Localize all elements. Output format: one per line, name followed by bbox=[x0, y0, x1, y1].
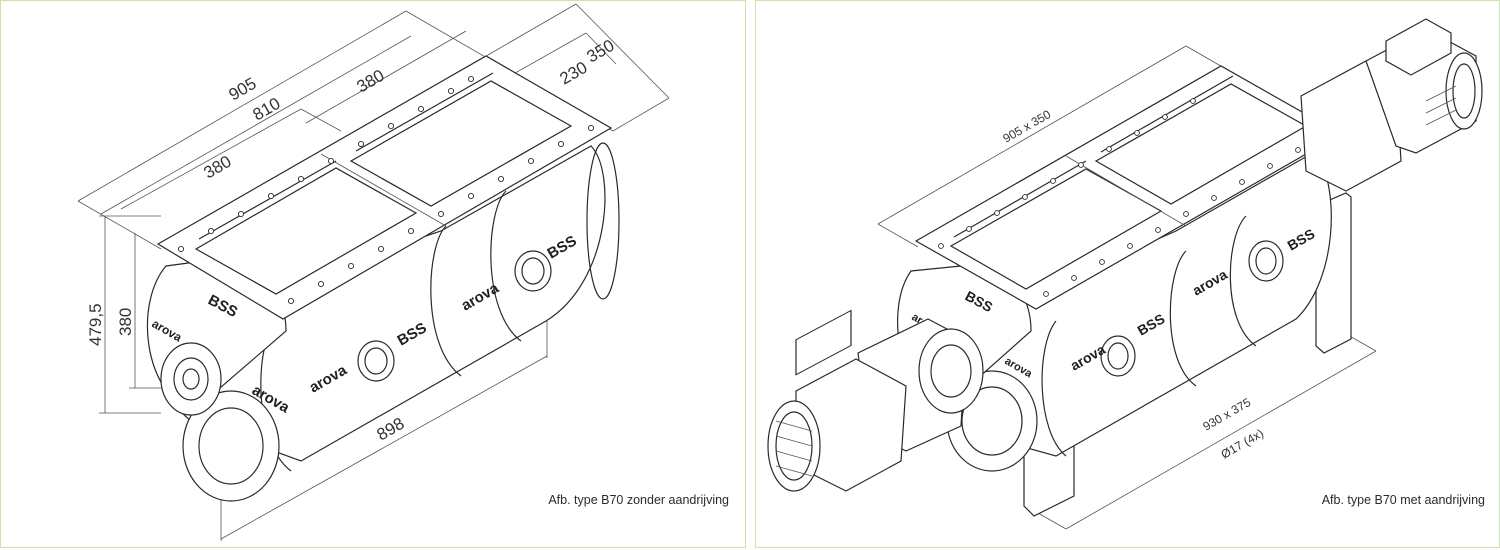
caption-with-drive: Afb. type B70 met aandrijving bbox=[1321, 493, 1485, 507]
outlet-flange bbox=[182, 390, 280, 502]
dim-930x375: 930 x 375 bbox=[1201, 395, 1254, 434]
caption-without-drive: Afb. type B70 zonder aandrijving bbox=[548, 493, 729, 507]
dim-905: 905 bbox=[226, 74, 260, 105]
dim-380-left: 380 bbox=[201, 152, 235, 183]
rotary-valve-with-drive: BSS BSS BSS arova arova arova arova bbox=[767, 18, 1483, 517]
inlet-flange-plate bbox=[156, 55, 613, 320]
dim-230: 230 bbox=[557, 58, 591, 89]
dim-898: 898 bbox=[374, 414, 408, 445]
bolt-holes bbox=[177, 75, 595, 305]
drive-motor-front bbox=[767, 309, 984, 492]
shaft-flange bbox=[160, 342, 222, 416]
diagram-b70-without-drive: 905 810 380 380 350 230 479,5 380 898 BS… bbox=[77, 3, 670, 541]
drawing-panel-without-drive: 905 810 380 380 350 230 479,5 380 898 BS… bbox=[0, 0, 746, 548]
rotary-valve-body: BSS BSS BSS arova arova arova arova bbox=[146, 55, 620, 502]
dim-holes-17: Ø17 (4x) bbox=[1219, 426, 1266, 461]
dim-380-height: 380 bbox=[116, 308, 135, 336]
dim-905x350: 905 x 350 bbox=[1001, 107, 1054, 146]
dim-479-5: 479,5 bbox=[86, 303, 105, 346]
diagram-b70-with-drive: 905 x 350 930 x 375 Ø17 (4x) BSS BSS BSS… bbox=[767, 18, 1483, 530]
drive-motor-rear bbox=[1300, 18, 1483, 192]
dimension-lines bbox=[877, 45, 1377, 530]
drawing-panel-with-drive: 905 x 350 930 x 375 Ø17 (4x) BSS BSS BSS… bbox=[755, 0, 1500, 548]
dim-380-top: 380 bbox=[354, 66, 388, 97]
